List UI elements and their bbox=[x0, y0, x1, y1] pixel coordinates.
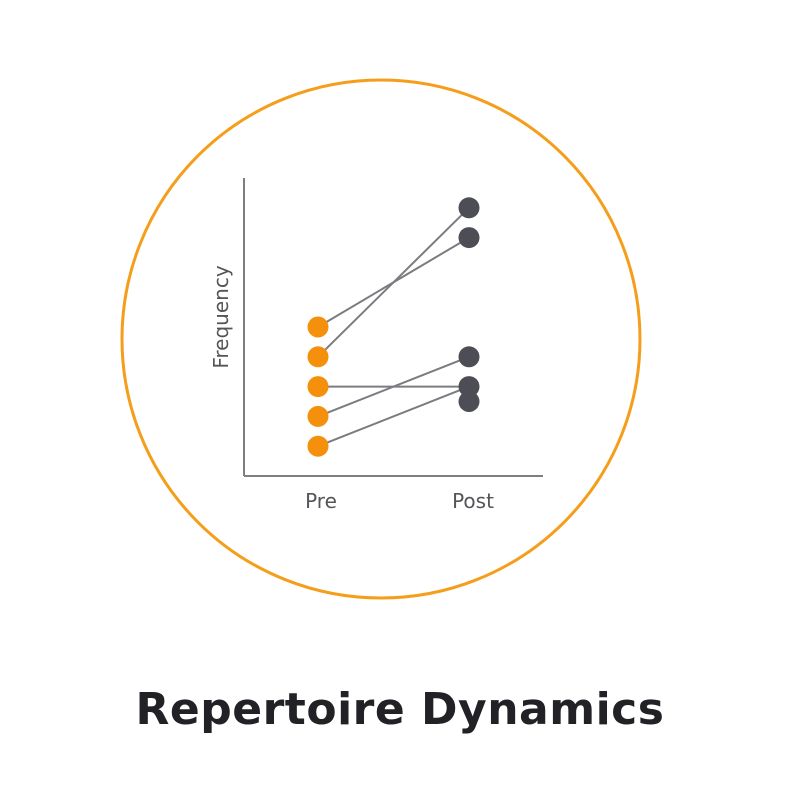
orange-ring bbox=[120, 78, 642, 600]
post-point-3 bbox=[458, 391, 480, 412]
pre-point-3 bbox=[307, 405, 329, 427]
pre-point-1 bbox=[307, 346, 329, 368]
pre-point-2 bbox=[307, 376, 329, 398]
post-point-2 bbox=[458, 197, 480, 219]
pre-point-0 bbox=[307, 316, 329, 338]
x-tick-label-pre: Pre bbox=[305, 489, 337, 513]
pre-point-4 bbox=[307, 435, 329, 457]
link-line-3 bbox=[317, 355, 470, 418]
post-point-4 bbox=[458, 346, 480, 368]
link-line-4 bbox=[317, 385, 470, 448]
post-point-1 bbox=[458, 227, 480, 249]
x-tick-label-post: Post bbox=[452, 489, 494, 513]
caption-title: Repertoire Dynamics bbox=[135, 684, 665, 735]
link-line-1 bbox=[317, 207, 470, 358]
y-axis-label: Frequency bbox=[209, 265, 233, 368]
post-point-0 bbox=[458, 376, 480, 398]
